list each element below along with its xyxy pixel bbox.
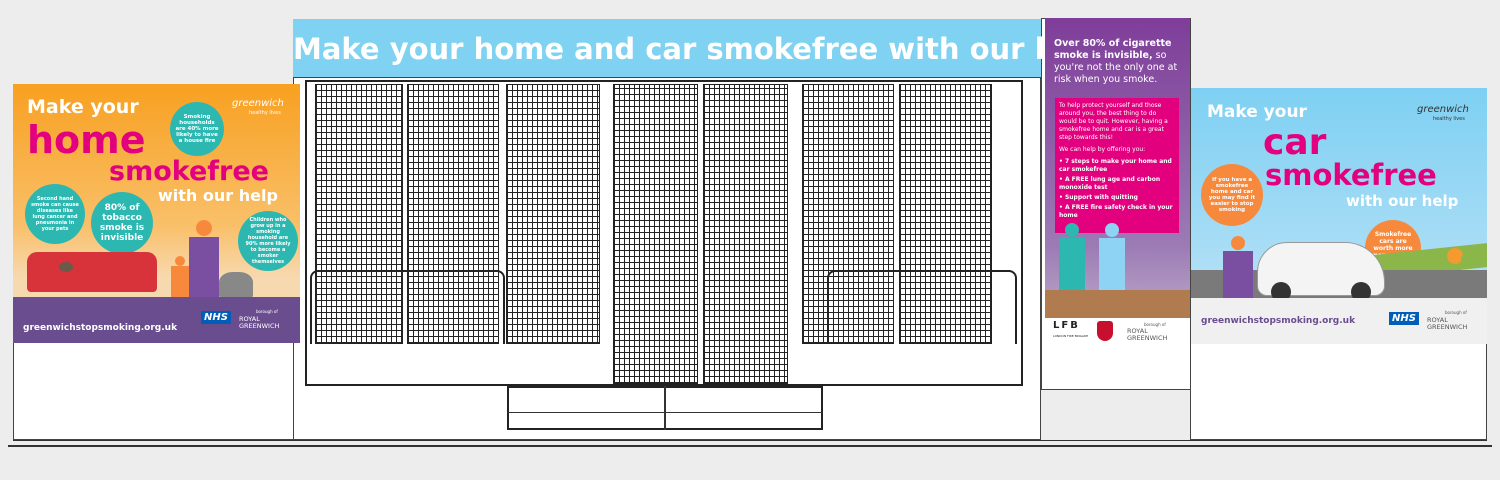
fact-circle-invisible: 80% of tobacco smoke is invisible xyxy=(91,192,153,254)
greenwich-logo-sub: healthy lives xyxy=(249,110,281,116)
royal-greenwich-small: borough of xyxy=(1445,310,1467,315)
poster-headline-2: car xyxy=(1263,122,1327,163)
greenwich-logo: greenwich xyxy=(1417,104,1469,115)
royal-greenwich-small: borough of xyxy=(256,309,278,314)
adult-figure xyxy=(196,220,212,236)
poster-footer: greenwichstopsmoking.org.uk NHS borough … xyxy=(1191,298,1487,344)
shutter-panel-3 xyxy=(506,84,600,344)
greenwich-logo: greenwich xyxy=(232,98,284,109)
nhs-logo: NHS xyxy=(201,311,231,324)
blue-person-head xyxy=(1105,223,1119,237)
shutter-panel-1 xyxy=(315,84,403,344)
invisible-smoke-poster: Over 80% of cigarette smoke is invisible… xyxy=(1045,18,1190,344)
royal-greenwich-small: borough of xyxy=(1144,322,1166,327)
website-text: greenwichstopsmoking.org.uk xyxy=(1201,316,1356,326)
lfb-logo-sub: LONDON FIRE BRIGADE xyxy=(1053,334,1089,338)
offer-bullet: • 7 steps to make your home and car smok… xyxy=(1059,157,1172,173)
middle-headline: Over 80% of cigarette smoke is invisible… xyxy=(1054,38,1182,86)
offer-box: To help protect yourself and those aroun… xyxy=(1055,98,1179,233)
door-right-panel xyxy=(703,84,788,384)
car-smokefree-poster: Make your car smokefree with our help gr… xyxy=(1191,88,1487,344)
tree-icon xyxy=(1447,248,1463,264)
door-left-panel xyxy=(613,84,698,384)
home-smokefree-poster: Make your home smokefree with our help g… xyxy=(13,84,300,343)
door-step-divider xyxy=(664,386,666,430)
base-line xyxy=(13,440,1487,441)
website-text: greenwichstopsmoking.org.uk xyxy=(23,323,178,333)
poster-footer: greenwichstopsmoking.org.uk NHS borough … xyxy=(13,297,300,343)
club-crest-icon xyxy=(1097,321,1113,341)
poster-headline-3: smokefree xyxy=(109,156,269,187)
fact-circle-children: Children who grow up in a smoking househ… xyxy=(238,211,298,271)
sofa-illustration xyxy=(27,252,157,292)
tree-icon xyxy=(1461,252,1477,268)
royal-greenwich-logo: ROYAL GREENWICH xyxy=(239,315,280,331)
car-wheel-icon xyxy=(1351,282,1371,302)
middle-headline-rest: so you're not the only one at risk when … xyxy=(1054,49,1178,85)
shop-frame xyxy=(305,80,1023,386)
poster-headline-1: Make your xyxy=(1207,102,1307,122)
left-wall-outline xyxy=(13,343,300,440)
wood-floor xyxy=(1045,290,1190,320)
person-head xyxy=(1231,236,1245,250)
rocking-horse-illustration xyxy=(219,272,253,298)
ground-line xyxy=(8,445,1492,447)
child-figure xyxy=(175,256,185,266)
offer-bullet: • A FREE lung age and carbon monoxide te… xyxy=(1059,175,1161,191)
shutter-panel-2 xyxy=(407,84,499,344)
poster-headline-4: with our help xyxy=(158,186,278,205)
lfb-logo: LFB xyxy=(1053,320,1080,331)
railing-right xyxy=(827,270,1017,344)
offer-label: We can help by offering you: xyxy=(1059,146,1146,154)
greenwich-logo-sub: healthy lives xyxy=(1433,116,1465,122)
blue-person-body xyxy=(1099,238,1125,298)
campaign-banner: Make your home and car smokefree with ou… xyxy=(293,19,1106,77)
railing-left xyxy=(310,270,505,344)
nhs-logo: NHS xyxy=(1389,312,1419,325)
fact-circle-house-fire: Smoking households are 40% more likely t… xyxy=(170,102,224,156)
teal-person-head xyxy=(1065,223,1079,237)
poster-headline-1: Make your xyxy=(27,96,139,118)
poster-headline-2: home xyxy=(27,118,146,162)
adult-body xyxy=(189,237,219,299)
teal-person-body xyxy=(1059,238,1085,298)
poster-headline-3: smokefree xyxy=(1265,158,1437,192)
royal-greenwich-logo: ROYAL GREENWICH xyxy=(1427,316,1468,332)
car-wheel-icon xyxy=(1271,282,1291,302)
shutter-panel-4 xyxy=(802,84,894,344)
fact-circle-secondhand: Second hand smoke can cause diseases lik… xyxy=(25,184,85,244)
royal-greenwich-logo: ROYAL GREENWICH xyxy=(1127,327,1168,343)
right-wall-outline xyxy=(1190,344,1487,440)
shutter-panel-5 xyxy=(899,84,992,344)
offer-bullet: • Support with quitting xyxy=(1059,193,1138,201)
middle-footer: LFB LONDON FIRE BRIGADE borough of ROYAL… xyxy=(1045,318,1190,344)
fact-circle-easier: If you have a smokefree home and car you… xyxy=(1201,164,1263,226)
cat-illustration xyxy=(59,262,73,272)
middle-headline-bold: Over 80% of cigarette smoke is invisible… xyxy=(1054,38,1172,61)
step-mid-line xyxy=(507,412,823,413)
poster-headline-4: with our help xyxy=(1346,192,1459,210)
child-body xyxy=(171,266,189,300)
offer-bullet: • A FREE fire safety check in your home xyxy=(1059,204,1173,220)
offer-intro: To help protect yourself and those aroun… xyxy=(1059,102,1168,142)
